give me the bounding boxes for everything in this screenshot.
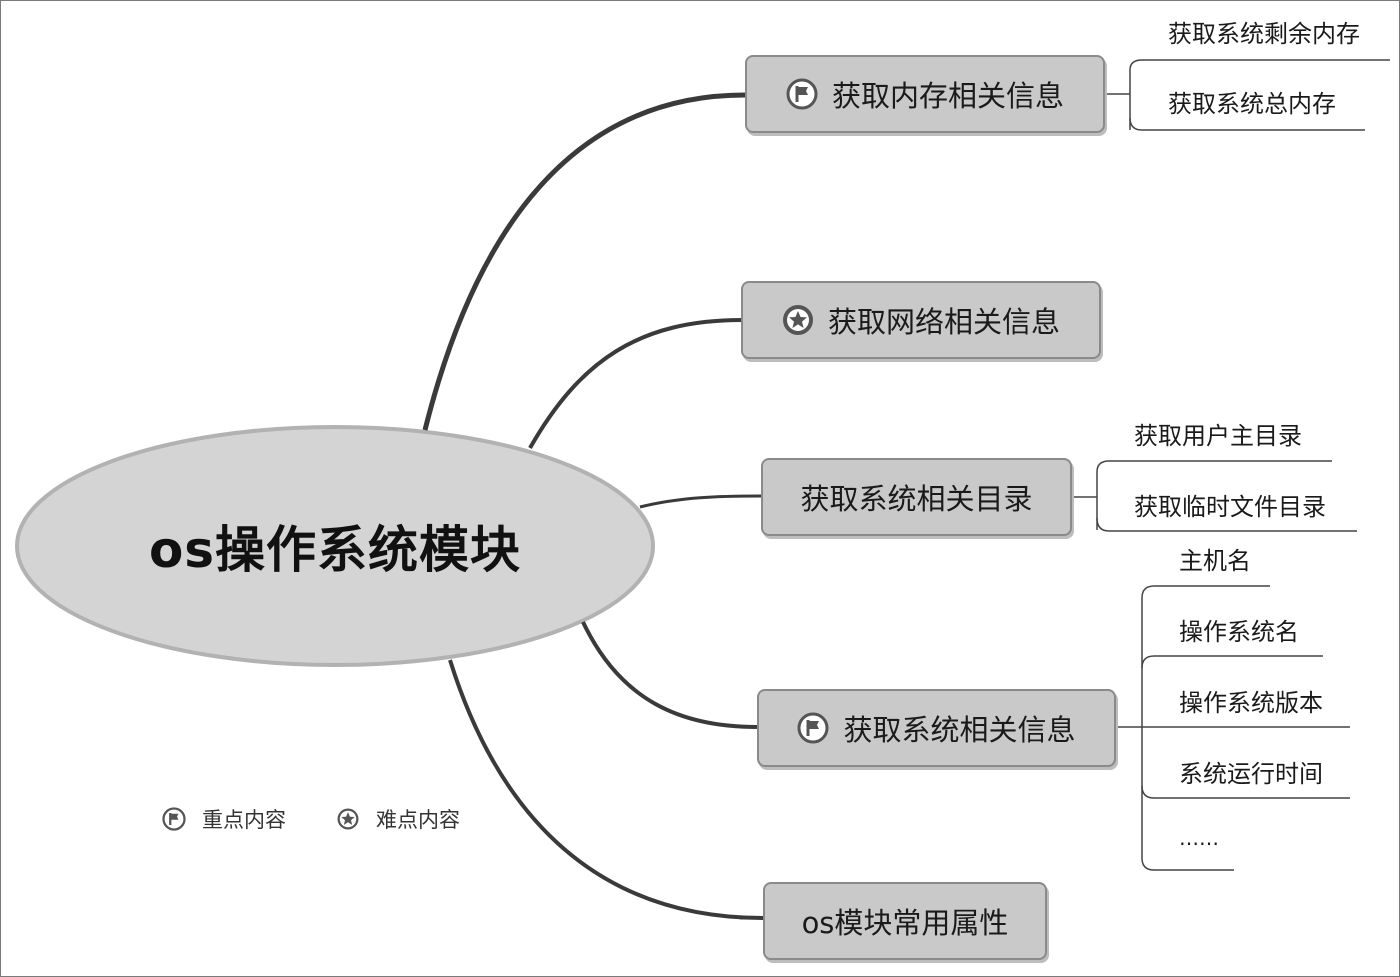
root-label: os操作系统模块 (148, 521, 522, 579)
leaf-os-version[interactable]: 操作系统版本 (1179, 689, 1323, 717)
connector-children-sysinfo (1115, 585, 1350, 871)
branch-attributes-label: os模块常用属性 (801, 906, 1009, 940)
legend-key-content: 重点内容 (162, 804, 286, 834)
flag-icon (786, 78, 818, 110)
connector-branch-network (528, 318, 743, 449)
branch-sysinfo-label: 获取系统相关信息 (843, 713, 1076, 747)
connector-children-directory (1071, 460, 1357, 532)
branch-system-info[interactable]: 获取系统相关信息 (757, 689, 1116, 767)
root-node-shape (15, 425, 655, 667)
star-icon (336, 807, 360, 831)
connector-branch-sysinfo (581, 621, 758, 729)
root-node: os操作系统模块 (17, 427, 653, 665)
connector-branch-memory (422, 92, 746, 431)
legend-difficult-content: 难点内容 (336, 804, 460, 834)
branch-system-directory[interactable]: 获取系统相关目录 (761, 458, 1072, 536)
branch-os-attributes[interactable]: os模块常用属性 (763, 882, 1047, 960)
star-icon (782, 304, 814, 336)
leaf-hostname[interactable]: 主机名 (1179, 547, 1251, 575)
leaf-ellipsis: …… (1179, 826, 1219, 850)
flag-icon (797, 712, 829, 744)
connector-children-memory (1104, 59, 1390, 131)
leaf-free-memory[interactable]: 获取系统剩余内存 (1168, 20, 1360, 48)
branch-network-label: 获取网络相关信息 (827, 305, 1060, 339)
leaf-total-memory[interactable]: 获取系统总内存 (1168, 90, 1336, 118)
legend-difficult-label: 难点内容 (376, 808, 460, 832)
leaf-os-name[interactable]: 操作系统名 (1179, 618, 1299, 646)
leaf-home-dir[interactable]: 获取用户主目录 (1134, 422, 1302, 450)
leaf-uptime[interactable]: 系统运行时间 (1179, 760, 1323, 788)
branch-network-info[interactable]: 获取网络相关信息 (741, 281, 1101, 359)
branch-directory-label: 获取系统相关目录 (800, 482, 1033, 516)
leaf-temp-dir[interactable]: 获取临时文件目录 (1134, 493, 1326, 521)
legend-key-label: 重点内容 (202, 808, 286, 832)
connector-branch-directory (639, 494, 762, 509)
branch-memory-info[interactable]: 获取内存相关信息 (745, 55, 1105, 133)
branch-memory-label: 获取内存相关信息 (831, 79, 1064, 113)
flag-icon (162, 807, 186, 831)
connector-branch-attributes (448, 659, 764, 920)
